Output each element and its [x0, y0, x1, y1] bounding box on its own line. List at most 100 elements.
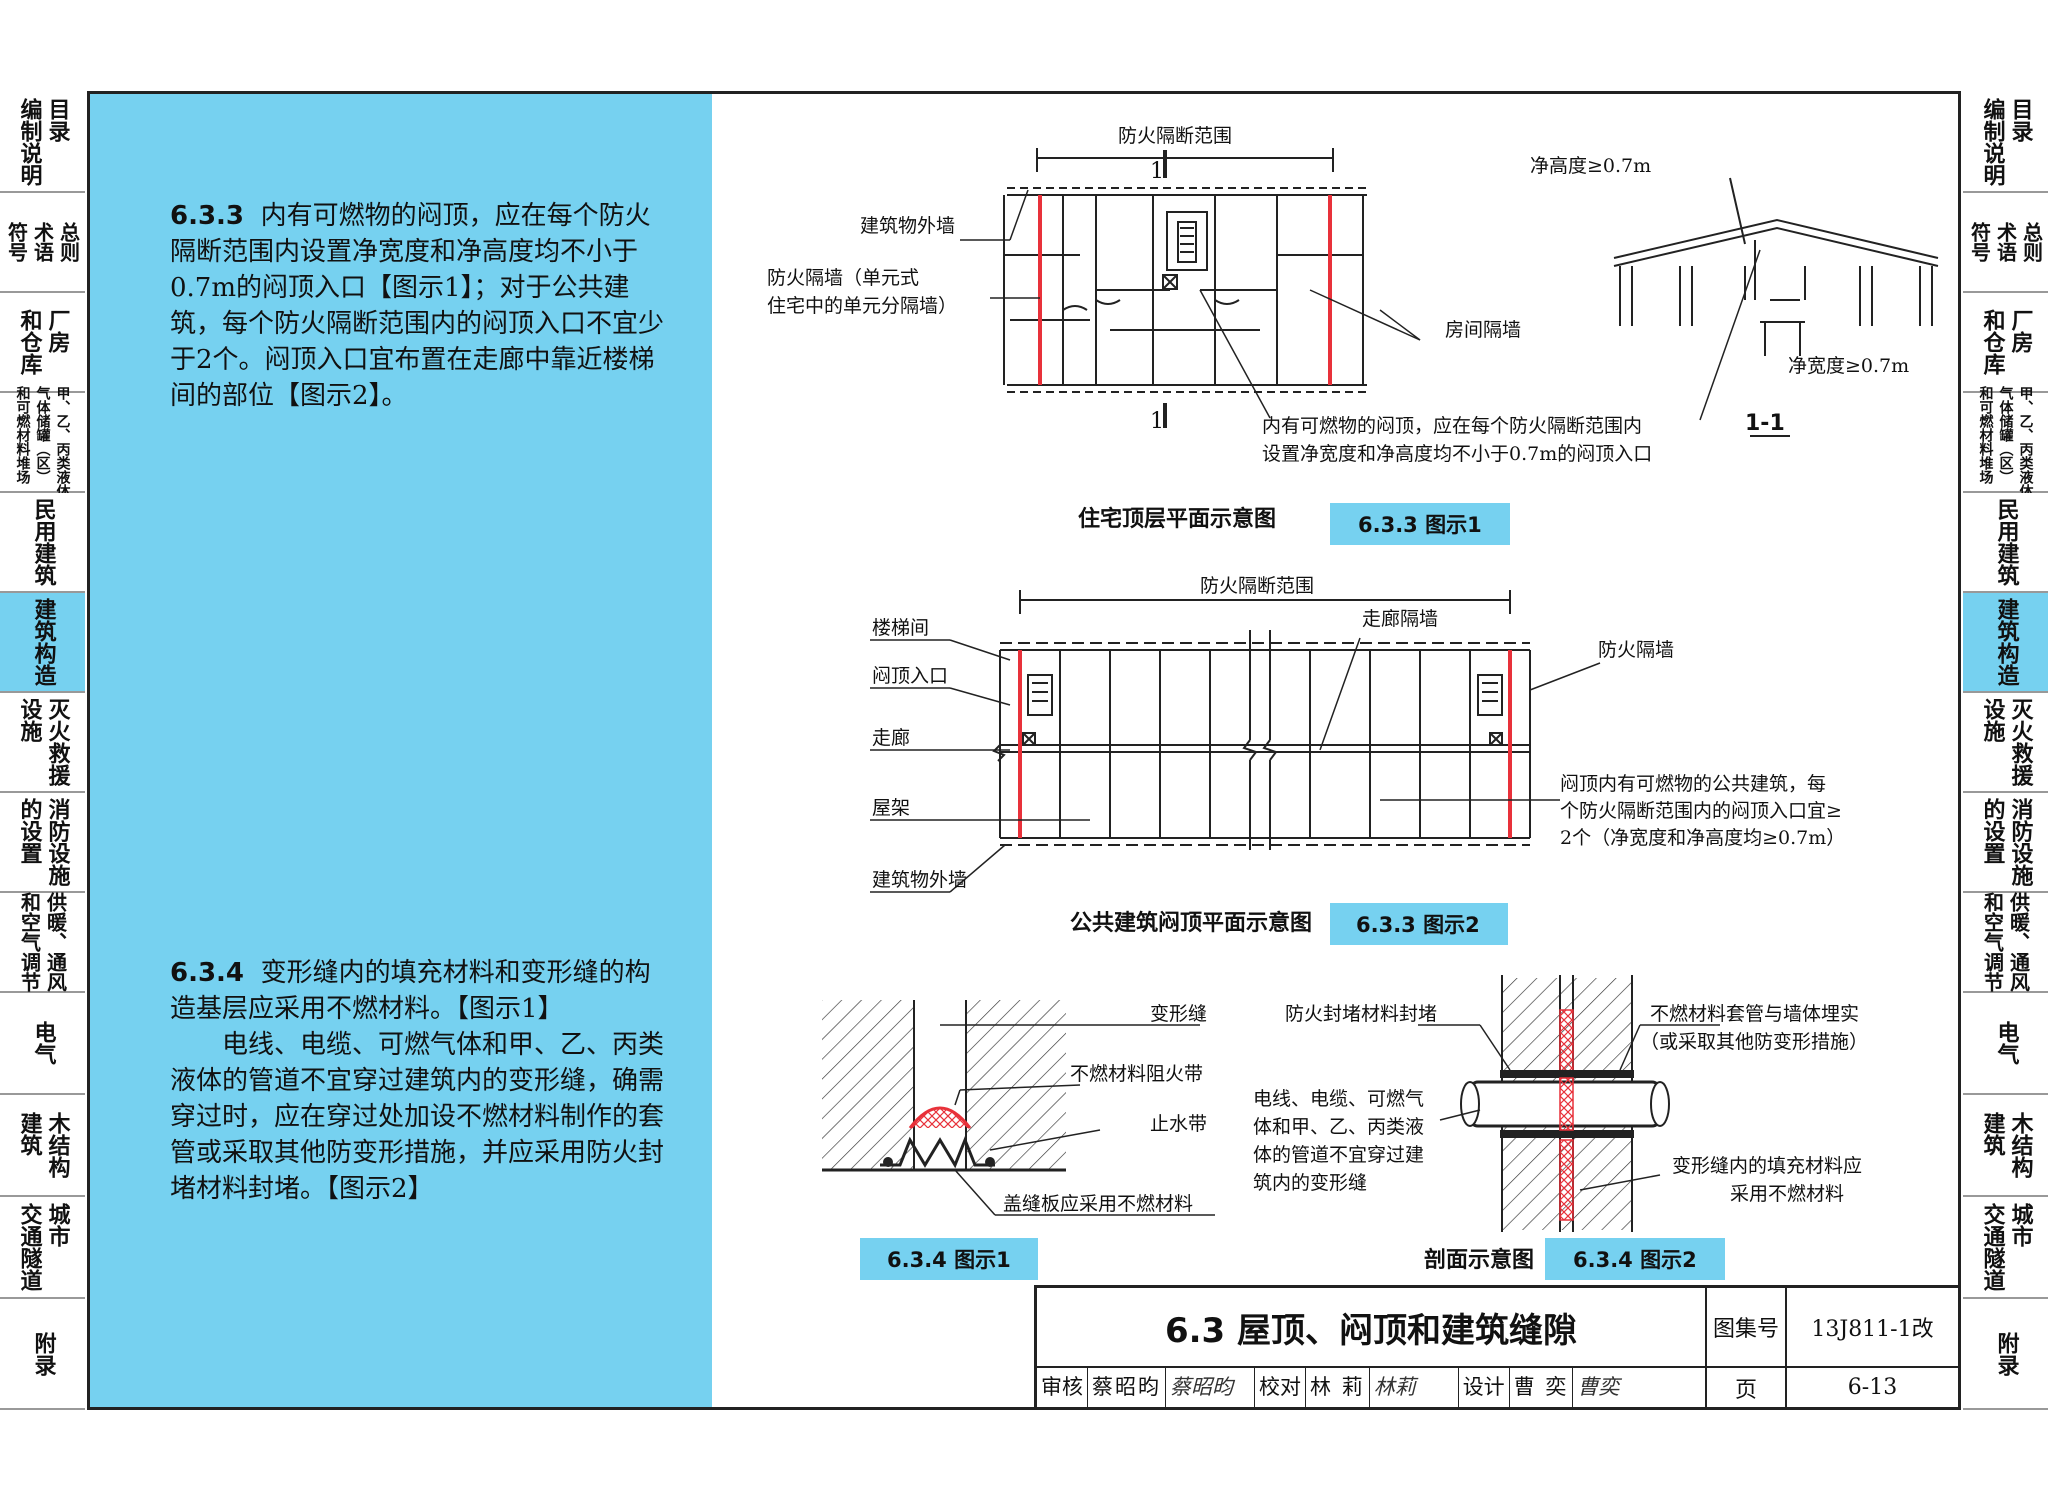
fig1-firewalls — [1038, 195, 1332, 385]
tab-storage-yard[interactable]: 甲、乙、丙类液体气体储罐（区）和可燃材料堆场 — [1963, 386, 2048, 498]
tab-label: 编制说明 — [16, 98, 42, 186]
right-sidebar: 目录编制说明 总则术语符号 厂房和仓库 甲、乙、丙类液体气体储罐（区）和可燃材料… — [1963, 93, 2048, 1410]
fig2-tag-bg — [1330, 903, 1508, 945]
tab-fire-facilities[interactable]: 消防设施的设置 — [0, 793, 85, 893]
tab-label: 消防设施 — [44, 798, 70, 886]
fig4-fill: 变形缝内的填充材料应 — [1672, 1155, 1862, 1177]
tab-label: 木结构 — [44, 1112, 70, 1178]
drawing-area: 防火隔断范围 1 1 建筑物外墙 防火隔墙（单元式 住宅中的单元分隔墙） 房间隔… — [767, 125, 1939, 1280]
review-label: 审核 — [1037, 1368, 1088, 1407]
tab-label: 建筑 — [16, 1112, 42, 1156]
tab-construction[interactable]: 建筑构造 — [1963, 593, 2048, 693]
tab-tunnel[interactable]: 城市交通隧道 — [0, 1197, 85, 1299]
tab-civil[interactable]: 民用建筑 — [1963, 493, 2048, 593]
tab-storage-yard[interactable]: 甲、乙、丙类液体气体储罐（区）和可燃材料堆场 — [0, 386, 85, 498]
check-label: 校对 — [1255, 1368, 1306, 1407]
designer-name: 曹 奕 — [1510, 1368, 1574, 1407]
fig2-corridor-wall: 走廊隔墙 — [1362, 608, 1438, 630]
tab-label: 和空气调节 — [17, 892, 42, 992]
page-number: 6-13 — [1847, 1375, 1898, 1400]
tab-label: 灭火救援 — [2007, 698, 2033, 786]
fig4-tag: 6.3.4 图示2 — [1573, 1248, 1697, 1272]
tab-rescue[interactable]: 灭火救援设施 — [0, 693, 85, 793]
tab-label: 和仓库 — [1979, 309, 2005, 375]
fig4-pipe: 体和甲、乙、丙类液 — [1253, 1116, 1424, 1138]
tab-label: 的设置 — [1979, 798, 2005, 864]
fig2-firewalls — [1018, 650, 1512, 838]
tab-contents[interactable]: 目录编制说明 — [1963, 93, 2048, 193]
tab-timber[interactable]: 木结构建筑 — [1963, 1095, 2048, 1197]
fig4-fill: 采用不燃材料 — [1730, 1183, 1844, 1205]
tab-label: 厂房 — [2007, 309, 2033, 353]
fig1-net-width: 净宽度≥0.7m — [1788, 355, 1909, 377]
tab-label: 的设置 — [16, 798, 42, 864]
tab-general[interactable]: 总则术语符号 — [0, 193, 85, 293]
tab-label: 交通隧道 — [1979, 1203, 2005, 1291]
fig2-note: 2个（净宽度和净高度均≥0.7m） — [1560, 827, 1845, 849]
clause-number: 6.3.4 — [170, 958, 245, 988]
tab-appendix[interactable]: 附录 — [0, 1299, 85, 1410]
clause-text: 变形缝内的填充材料和变形缝的构造基层应采用不燃材料。【图示1】 — [170, 958, 651, 1024]
fig3-tag-bg — [860, 1238, 1038, 1280]
atlas-number: 13J811-1改 — [1787, 1288, 1958, 1368]
fig2-firewall: 防火隔墙 — [1598, 639, 1674, 661]
checker-signature: 林莉 — [1370, 1368, 1459, 1407]
fig1-outer-wall-label: 建筑物外墙 — [860, 215, 955, 237]
fig1-plan — [1003, 148, 1367, 428]
tab-label: 电气 — [30, 1021, 56, 1065]
tab-hvac[interactable]: 供暖、通风和空气调节 — [0, 892, 85, 993]
fig1-tag: 6.3.3 图示1 — [1358, 513, 1482, 537]
atlas-number-label: 图集号 — [1707, 1288, 1787, 1368]
tab-hvac[interactable]: 供暖、通风和空气调节 — [1963, 892, 2048, 993]
tab-label: 附录 — [30, 1331, 56, 1376]
tab-label: 目录 — [2007, 98, 2033, 142]
tab-factory[interactable]: 厂房和仓库 — [1963, 293, 2048, 393]
tab-label: 和空气调节 — [1980, 892, 2005, 992]
tab-timber[interactable]: 木结构建筑 — [0, 1095, 85, 1197]
tab-label: 和可燃材料堆场 — [14, 386, 31, 484]
tab-label: 建筑构造 — [30, 598, 56, 686]
tab-label: 总则 — [56, 222, 81, 262]
fig1-section-name: 1-1 — [1745, 411, 1785, 436]
clause-6-3-4: 6.3.4 变形缝内的填充材料和变形缝的构造基层应采用不燃材料。【图示1】 电线… — [170, 955, 670, 1207]
tab-label: 甲、乙、丙类液体 — [54, 386, 71, 498]
page-label: 页 — [1707, 1368, 1787, 1407]
fig2-range-label: 防火隔断范围 — [1200, 575, 1314, 597]
fig4-tag-bg — [1545, 1238, 1725, 1280]
tab-label: 供暖、通风 — [43, 892, 68, 992]
tab-construction[interactable]: 建筑构造 — [0, 593, 85, 693]
fig1-tag-bg — [1330, 503, 1510, 545]
fig1-section-mark: 1 — [1150, 159, 1164, 184]
fig2-tag: 6.3.3 图示2 — [1356, 913, 1480, 937]
fig2-entrance: 闷顶入口 — [872, 665, 948, 687]
designer-signature: 曹奕 — [1577, 1375, 1620, 1399]
tab-label: 城市 — [44, 1203, 70, 1247]
fig4-sleeve: （或采取其他防变形措施） — [1640, 1031, 1868, 1053]
tab-label: 民用建筑 — [30, 498, 56, 586]
tab-label: 术语 — [1993, 222, 2018, 262]
tab-electrical[interactable]: 电气 — [1963, 993, 2048, 1095]
fig2-note: 闷顶内有可燃物的公共建筑，每 — [1560, 773, 1826, 795]
tab-fire-facilities[interactable]: 消防设施的设置 — [1963, 793, 2048, 893]
tab-civil[interactable]: 民用建筑 — [0, 493, 85, 593]
tab-appendix[interactable]: 附录 — [1963, 1299, 2048, 1410]
tab-general[interactable]: 总则术语符号 — [1963, 193, 2048, 293]
tab-electrical[interactable]: 电气 — [0, 993, 85, 1095]
tab-label: 设施 — [1979, 698, 2005, 742]
reviewer-signature: 蔡昭昀 — [1166, 1368, 1255, 1407]
tab-contents[interactable]: 目录编制说明 — [0, 93, 85, 193]
checker-name: 林 莉 — [1306, 1368, 1370, 1407]
tab-factory[interactable]: 厂房和仓库 — [0, 293, 85, 393]
tab-rescue[interactable]: 灭火救援设施 — [1963, 693, 2048, 793]
clause-6-3-3: 6.3.3 内有可燃物的闷顶，应在每个防火隔断范围内设置净宽度和净高度均不小于0… — [170, 198, 670, 414]
fig4-section — [1418, 975, 1720, 1232]
tab-label: 木结构 — [2007, 1112, 2033, 1178]
fig2-truss: 屋架 — [872, 797, 910, 819]
clause-number: 6.3.3 — [170, 201, 245, 231]
tab-tunnel[interactable]: 城市交通隧道 — [1963, 1197, 2048, 1299]
fig4-sleeve: 不燃材料套管与墙体埋实 — [1650, 1003, 1859, 1025]
fig1-section — [1613, 177, 1939, 437]
fig4-caption: 剖面示意图 — [1424, 1247, 1534, 1273]
tab-label: 术语 — [30, 222, 55, 262]
tab-label: 消防设施 — [2007, 798, 2033, 886]
